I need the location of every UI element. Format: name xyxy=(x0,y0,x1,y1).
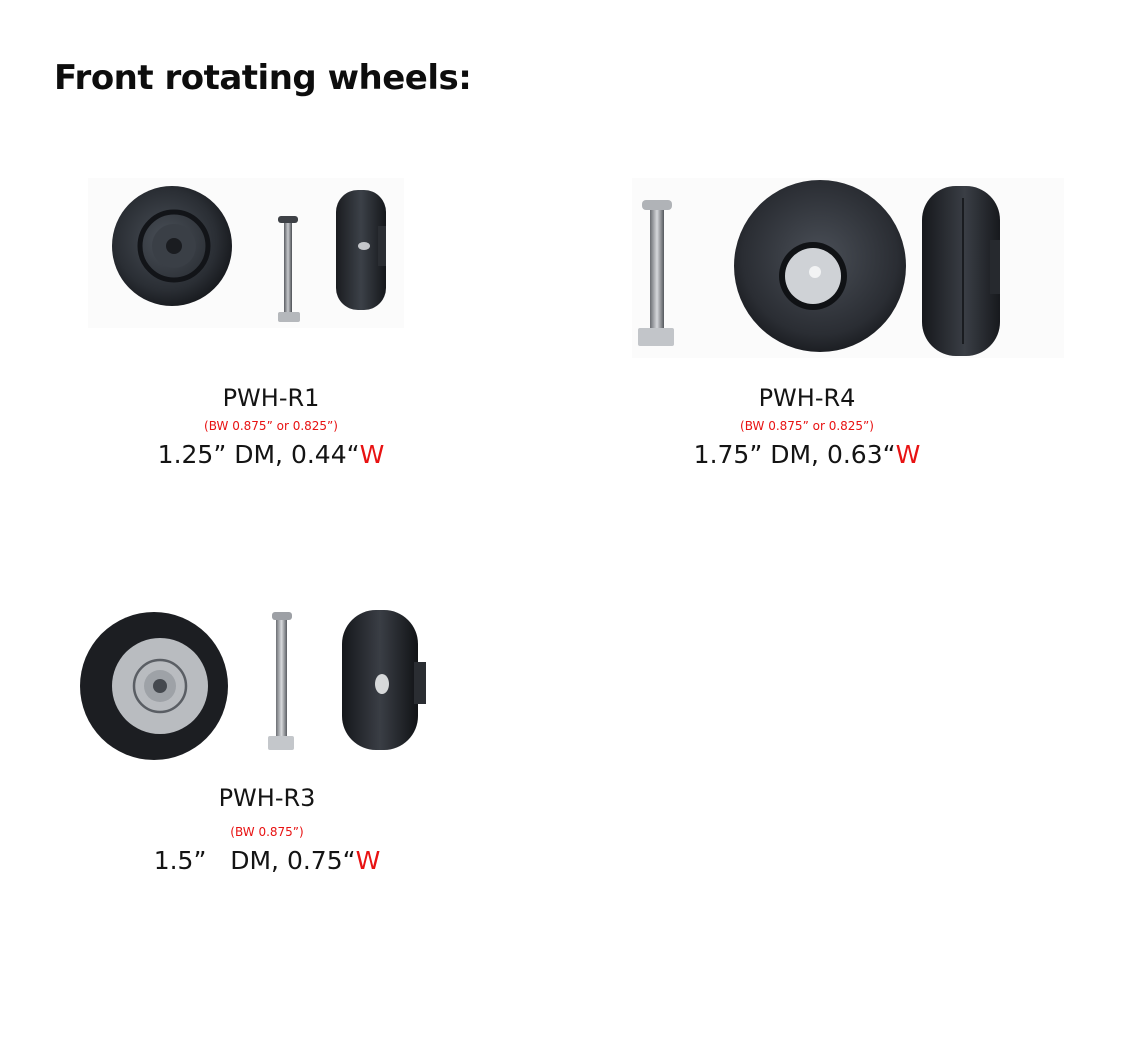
wheel-parts-image xyxy=(638,180,1000,356)
dimension-text: 1.25” DM, 0.44“ xyxy=(157,440,360,469)
wheel-side-view-icon xyxy=(922,186,1000,356)
product-label-pwh-r1: PWH-R1 (BW 0.875” or 0.825”) 1.25” DM, 0… xyxy=(140,384,402,470)
axle-bolt-icon xyxy=(638,200,674,346)
page-title: Front rotating wheels: xyxy=(54,58,472,98)
bore-width-note: (BW 0.875”) xyxy=(230,825,304,839)
product-code: PWH-R1 xyxy=(222,384,320,412)
product-photo-pwh-r4 xyxy=(632,178,1064,358)
dimension-text: 1.75” DM, 0.63“ xyxy=(693,440,896,469)
wheel-parts-image xyxy=(112,186,386,322)
width-marker: W xyxy=(895,440,921,469)
bore-width-note: (BW 0.875” or 0.825”) xyxy=(204,419,338,433)
wheel-front-view-icon xyxy=(734,180,906,352)
product-label-pwh-r3: PWH-R3 (BW 0.875”) 1.5” DM, 0.75“W xyxy=(136,784,398,876)
wheel-front-view-icon xyxy=(112,186,232,306)
width-marker: W xyxy=(355,846,381,875)
bore-width-note: (BW 0.875” or 0.825”) xyxy=(740,419,874,433)
wheel-parts-image xyxy=(80,610,426,760)
product-photo-pwh-r1 xyxy=(88,178,404,328)
wheel-side-view-icon xyxy=(342,610,426,750)
axle-bolt-icon xyxy=(268,612,294,750)
wheel-front-view-icon xyxy=(80,612,228,760)
dimensions: 1.5” DM, 0.75“W xyxy=(136,846,398,876)
dimensions: 1.75” DM, 0.63“W xyxy=(676,440,938,470)
wheel-side-view-icon xyxy=(336,190,386,310)
product-code: PWH-R4 xyxy=(758,384,856,412)
product-code: PWH-R3 xyxy=(218,784,316,812)
dimension-text: 1.5” DM, 0.75“ xyxy=(153,846,356,875)
width-marker: W xyxy=(359,440,385,469)
dimensions: 1.25” DM, 0.44“W xyxy=(140,440,402,470)
product-label-pwh-r4: PWH-R4 (BW 0.875” or 0.825”) 1.75” DM, 0… xyxy=(676,384,938,470)
product-photo-pwh-r3 xyxy=(76,606,446,760)
axle-bolt-icon xyxy=(278,216,300,322)
